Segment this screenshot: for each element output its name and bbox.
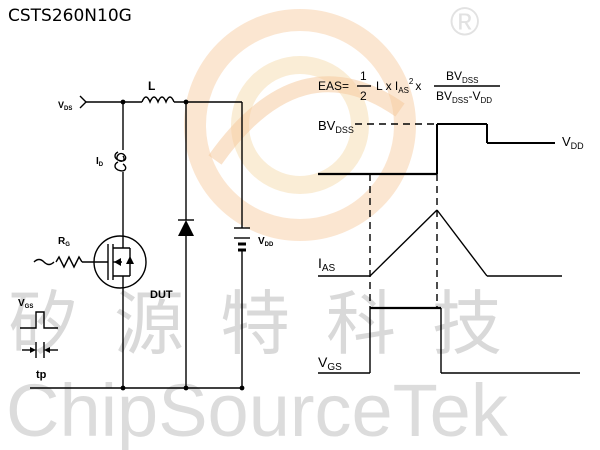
watermark-english: ChipSourceTek (6, 369, 508, 450)
part-number: CSTS260N10G (8, 6, 132, 26)
rg-label: RG (58, 236, 70, 248)
watermark-chinese: 矽源特科技 (8, 283, 538, 365)
dut-body-diode (126, 256, 134, 264)
gate-resistor (55, 255, 83, 269)
inductor-label: L (148, 79, 155, 93)
tp-arrow-right (44, 347, 50, 353)
dut-channel-arrow (114, 258, 121, 266)
vdd-circuit-label: VDD (258, 236, 274, 248)
eq-frac2-num: BVDSS (446, 69, 478, 85)
eq-lhs: EAS= (318, 79, 349, 93)
vgs-wave-label: VGS (318, 354, 342, 373)
vgs-pulse-symbol (20, 311, 58, 329)
vds-label: VDS (58, 100, 72, 112)
ias-ramp-up (369, 209, 438, 277)
eq-frac1-den: 2 (360, 89, 367, 103)
tp-label: tp (36, 369, 47, 381)
gate-source-wave (33, 258, 55, 266)
vgs-circuit-label: VGS (18, 298, 33, 310)
inductor (141, 96, 175, 104)
dut-label: DUT (150, 289, 173, 301)
bvdss-label: BVDSS (318, 118, 354, 135)
eq-frac1-num: 1 (360, 69, 367, 83)
vds-arrow (79, 95, 87, 109)
diode-symbol (178, 220, 194, 236)
id-label: ID (96, 156, 104, 168)
ias-label: IAS (318, 255, 336, 274)
registered-mark: ® (450, 0, 480, 44)
ias-ramp-down (436, 209, 488, 277)
tp-arrow-left (30, 347, 36, 353)
eq-frac2-den: BVDSS-VDD (436, 89, 492, 105)
vdd-wave-label: VDD (562, 134, 584, 151)
current-probe (114, 151, 127, 172)
